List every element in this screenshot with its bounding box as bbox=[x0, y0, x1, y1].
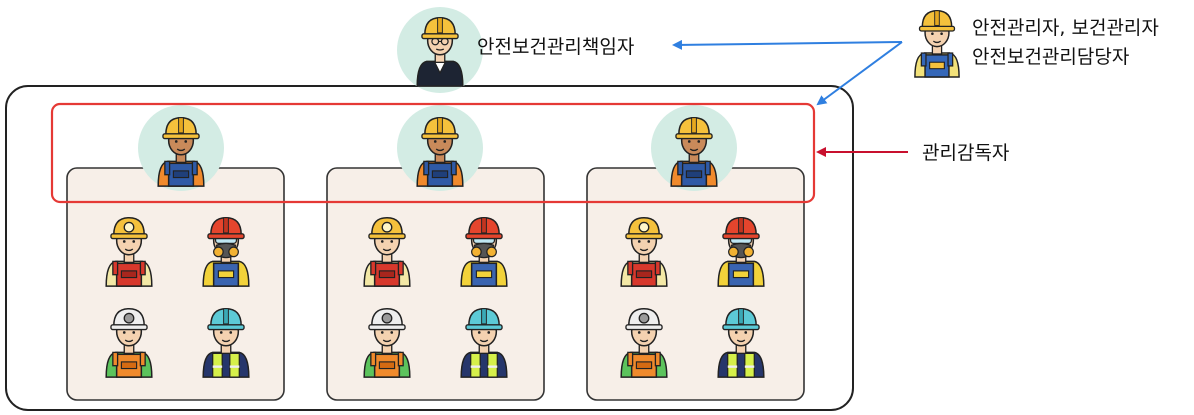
safety-staff-label-line2: 안전보건관리담당자 bbox=[972, 46, 1129, 68]
safety-staff-label-line1: 안전관리자, 보건관리자 bbox=[972, 17, 1159, 39]
supervisor-1-avatar bbox=[138, 105, 224, 191]
top-manager-label: 안전보건관리책임자 bbox=[477, 36, 634, 58]
supervisors-label: 관리감독자 bbox=[922, 142, 1009, 164]
arrow-to-top-manager bbox=[672, 39, 903, 50]
top-manager-avatar bbox=[397, 7, 483, 93]
safety-staff-icon bbox=[914, 9, 960, 78]
arrow-to-supervisors bbox=[816, 41, 903, 106]
supervisor-level-box bbox=[50, 102, 816, 204]
supervisor-2-avatar bbox=[397, 105, 483, 191]
supervisor-3-avatar bbox=[651, 105, 737, 191]
